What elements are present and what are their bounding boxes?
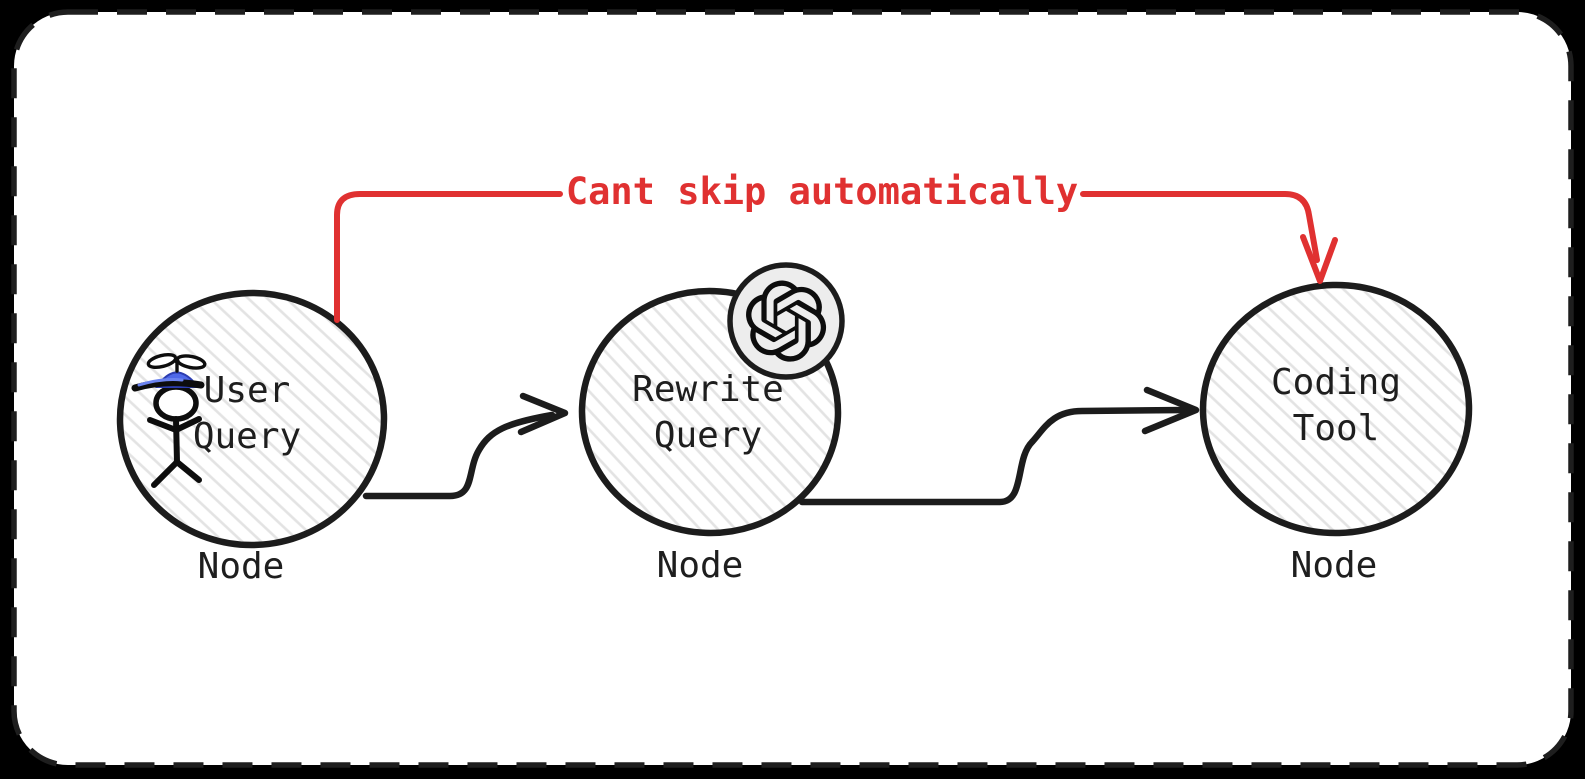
annotation-arrow-icon bbox=[334, 191, 1338, 323]
stick-figure-icon bbox=[131, 352, 207, 488]
node-circle-coding-tool bbox=[1199, 281, 1473, 537]
node-caption-rewrite-query: Node bbox=[656, 545, 744, 586]
node-title-rewrite-query: Rewrite Query bbox=[632, 369, 784, 456]
node-title-user-query: User Query bbox=[192, 370, 302, 457]
node-caption-user-query: Node bbox=[197, 546, 285, 587]
node-title-coding-tool: Coding Tool bbox=[1270, 362, 1402, 449]
openai-logo-icon bbox=[727, 262, 845, 380]
arrow-user-to-rewrite-icon bbox=[362, 392, 569, 500]
propeller-cap-icon bbox=[131, 352, 207, 392]
node-caption-coding-tool: Node bbox=[1290, 545, 1378, 586]
annotation-label: Cant skip automatically bbox=[565, 170, 1079, 213]
arrow-rewrite-to-coding-icon bbox=[798, 386, 1200, 506]
